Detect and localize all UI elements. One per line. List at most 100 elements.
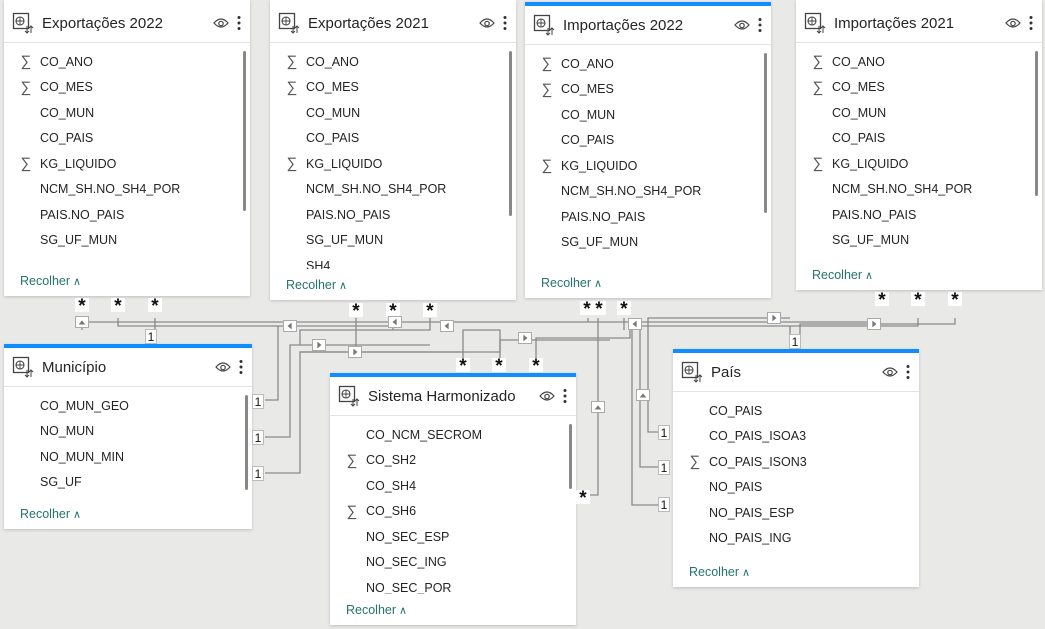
arrow-right-icon[interactable] (348, 346, 362, 358)
collapse-link[interactable]: Recolher∧ (20, 507, 81, 521)
scrollbar-thumb[interactable] (764, 53, 767, 213)
field-row[interactable]: CO_PAIS (270, 126, 516, 152)
scrollbar-thumb[interactable] (1035, 51, 1038, 196)
collapse-link[interactable]: Recolher∧ (812, 268, 873, 282)
field-row[interactable]: ∑CO_ANO (796, 49, 1042, 75)
more-options-icon[interactable] (503, 15, 507, 31)
eye-icon[interactable] (882, 366, 898, 378)
field-row[interactable]: CO_NCM_SECROM (330, 422, 576, 448)
field-row[interactable]: SG_UF_MUN (270, 228, 516, 254)
field-row[interactable]: SG_UF_MUN (525, 230, 771, 256)
eye-icon[interactable] (479, 17, 495, 29)
scrollbar-thumb[interactable] (243, 51, 246, 211)
field-row[interactable]: NCM_SH.NO_SH4_POR (4, 177, 250, 203)
field-row[interactable]: NO_SEC_ESP (330, 524, 576, 550)
field-row[interactable]: NCM_SH.NO_SH4_POR (525, 179, 771, 205)
field-row[interactable]: ∑KG_LIQUIDO (796, 151, 1042, 177)
field-row[interactable]: CO_MUN (525, 102, 771, 128)
table-header[interactable]: Sistema Harmonizado (330, 377, 576, 416)
field-row[interactable]: NCM_SH.NO_SH4_POR (796, 177, 1042, 203)
more-options-icon[interactable] (758, 17, 762, 33)
field-row[interactable]: PAIS.NO_PAIS (796, 202, 1042, 228)
field-row[interactable]: ∑CO_MES (4, 75, 250, 101)
collapse-link[interactable]: Recolher∧ (346, 603, 407, 617)
eye-icon[interactable] (215, 361, 231, 373)
eye-icon[interactable] (539, 390, 555, 402)
arrow-right-icon[interactable] (767, 312, 781, 324)
table-header[interactable]: Importações 2021 (796, 4, 1042, 43)
field-row[interactable]: PAIS.NO_PAIS (270, 202, 516, 228)
field-row[interactable]: CO_PAIS (525, 128, 771, 154)
field-row[interactable]: CO_SH4 (330, 473, 576, 499)
field-row[interactable]: ∑KG_LIQUIDO (270, 151, 516, 177)
field-row[interactable]: ∑CO_MES (270, 75, 516, 101)
table-header[interactable]: Importações 2022 (525, 6, 771, 45)
field-row[interactable]: ∑CO_SH6 (330, 499, 576, 525)
field-row[interactable]: CO_MUN (270, 100, 516, 126)
arrow-left-icon[interactable] (283, 320, 297, 332)
arrow-up-icon[interactable] (636, 389, 650, 401)
table-header[interactable]: País (673, 353, 919, 392)
field-row[interactable]: NO_MUN (4, 419, 252, 445)
field-row[interactable]: CO_PAIS (673, 398, 919, 424)
arrow-up-icon[interactable] (591, 401, 605, 413)
field-row[interactable]: NCM_SH.NO_SH4_POR (270, 177, 516, 203)
collapse-link[interactable]: Recolher∧ (541, 276, 602, 290)
eye-icon[interactable] (734, 19, 750, 31)
field-row[interactable]: ∑CO_MES (796, 75, 1042, 101)
arrow-right-icon[interactable] (518, 332, 532, 344)
more-options-icon[interactable] (239, 359, 243, 375)
field-row[interactable]: NO_MUN_MIN (4, 444, 252, 470)
field-row[interactable]: ∑CO_MES (525, 77, 771, 103)
arrow-left-icon[interactable] (628, 318, 642, 330)
collapse-link[interactable]: Recolher∧ (20, 274, 81, 288)
field-row[interactable]: ∑KG_LIQUIDO (4, 151, 250, 177)
field-row[interactable]: SG_UF (4, 470, 252, 496)
arrow-left-icon[interactable] (388, 316, 402, 328)
arrow-left-icon[interactable] (440, 320, 454, 332)
arrow-up-icon[interactable] (75, 316, 89, 328)
field-row[interactable]: NO_SEC_POR (330, 575, 576, 594)
field-row[interactable]: NO_SEC_ING (330, 550, 576, 576)
field-row[interactable]: CO_MUN (4, 100, 250, 126)
field-row[interactable]: PAIS.NO_PAIS (4, 202, 250, 228)
more-options-icon[interactable] (1029, 15, 1033, 31)
field-row[interactable]: ∑CO_ANO (4, 49, 250, 75)
field-row[interactable]: CO_MUN (796, 100, 1042, 126)
field-row[interactable]: NO_PAIS (673, 475, 919, 501)
collapse-link[interactable]: Recolher∧ (689, 565, 750, 579)
field-row[interactable]: CO_PAIS (796, 126, 1042, 152)
scrollbar-thumb[interactable] (569, 424, 572, 489)
eye-icon[interactable] (1005, 17, 1021, 29)
field-row[interactable]: ∑CO_PAIS_ISON3 (673, 449, 919, 475)
field-row[interactable]: SG_UF_MUN (796, 228, 1042, 254)
arrow-right-icon[interactable] (867, 318, 881, 330)
arrow-right-icon[interactable] (312, 339, 326, 351)
field-row[interactable]: CO_MUN_GEO (4, 393, 252, 419)
table-header[interactable]: Exportações 2021 (270, 4, 516, 43)
field-row[interactable]: ∑CO_ANO (525, 51, 771, 77)
field-row[interactable]: ∑KG_LIQUIDO (525, 153, 771, 179)
eye-icon[interactable] (213, 17, 229, 29)
scrollbar-thumb[interactable] (245, 395, 248, 490)
field-row[interactable]: ∑CO_SH2 (330, 448, 576, 474)
scrollbar-thumb[interactable] (509, 51, 512, 216)
field-row[interactable]: SG_UF_MUN (4, 228, 250, 254)
field-row[interactable]: NO_PAIS_ING (673, 526, 919, 552)
field-row[interactable]: PAIS.NO_PAIS (525, 204, 771, 230)
field-row[interactable]: CO_PAIS (4, 126, 250, 152)
more-options-icon[interactable] (906, 364, 910, 380)
field-row[interactable]: SH4 (270, 253, 516, 269)
more-options-icon[interactable] (237, 15, 241, 31)
field-row[interactable]: ∑CO_ANO (270, 49, 516, 75)
table-header[interactable]: Exportações 2022 (4, 4, 250, 43)
table-header[interactable]: Município (4, 348, 252, 387)
field-row[interactable]: CO_PAIS_ISOA3 (673, 424, 919, 450)
